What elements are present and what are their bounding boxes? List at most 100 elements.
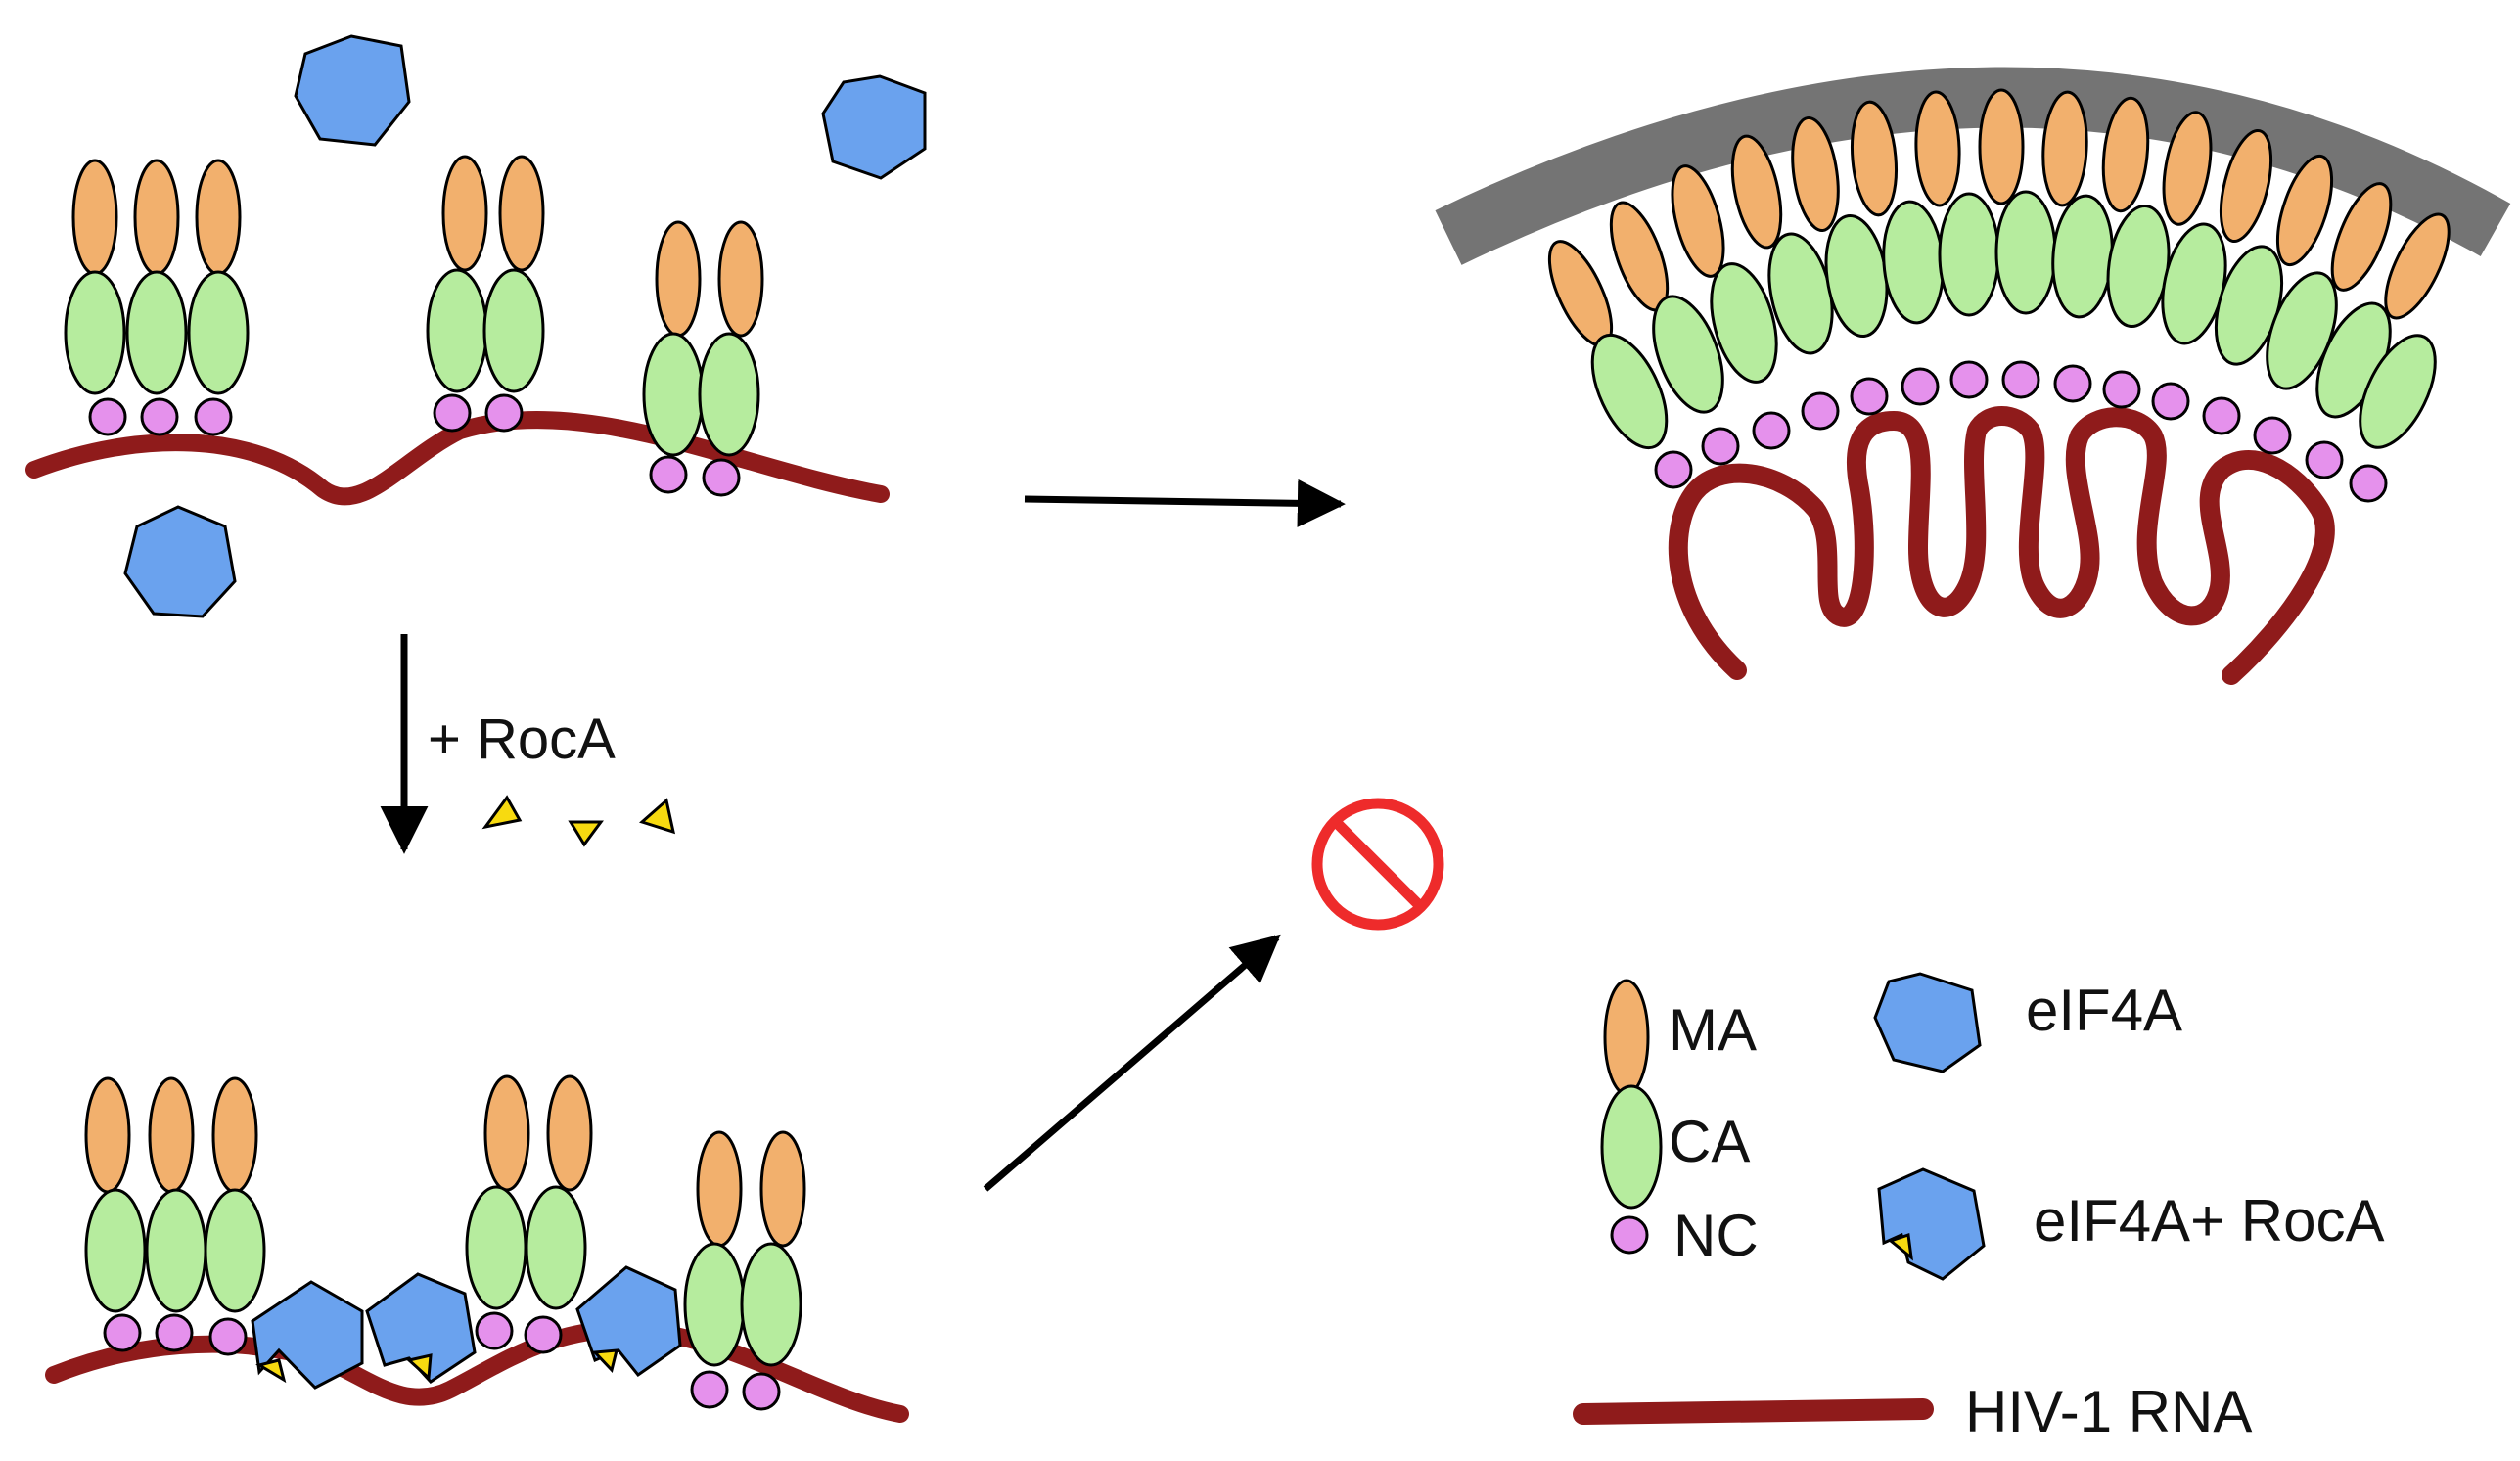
ma-domain xyxy=(2275,154,2334,267)
ma-domain xyxy=(1791,115,1840,233)
prohibited-icon xyxy=(1311,798,1444,931)
ca-domain xyxy=(642,332,705,457)
ma-domain xyxy=(1851,100,1898,217)
ca-domain xyxy=(64,270,126,395)
nc-domain xyxy=(88,397,127,436)
nc-domain xyxy=(1752,411,1791,450)
nc-domain xyxy=(690,1370,729,1409)
nc-domain xyxy=(524,1315,563,1354)
ma-domain xyxy=(759,1130,806,1248)
ma-domain xyxy=(655,220,702,338)
ca-domain xyxy=(145,1188,207,1313)
nc-domain xyxy=(1850,377,1889,416)
ma-domain xyxy=(498,155,545,272)
nc-domain xyxy=(649,455,688,494)
nc-domain xyxy=(2001,360,2040,399)
ca-domain xyxy=(2359,334,2437,449)
eif4a-protein-icon xyxy=(821,74,927,180)
ma-domain xyxy=(2219,128,2273,244)
legend-eif4a-roca-label: eIF4A+ RocA xyxy=(2034,1188,2385,1254)
ma-domain xyxy=(2384,212,2451,320)
gag-lattice xyxy=(1547,88,2451,503)
ma-domain xyxy=(2330,182,2393,292)
rna-strand xyxy=(25,411,890,506)
ca-domain xyxy=(1882,200,1945,325)
ca-domain xyxy=(683,1242,746,1367)
ma-domain xyxy=(71,159,118,276)
nc-domain xyxy=(140,397,179,436)
nc-domain xyxy=(208,1317,248,1356)
treatment-label: + RocA xyxy=(428,708,616,771)
ca-domain xyxy=(125,270,188,395)
ma-domain xyxy=(195,159,242,276)
ca-domain xyxy=(204,1188,266,1313)
ma-domain xyxy=(696,1130,743,1248)
nc-domain xyxy=(2053,364,2092,403)
ma-domain xyxy=(2101,96,2150,213)
nc-domain xyxy=(475,1311,514,1350)
arrows xyxy=(380,479,1346,1192)
ma-domain xyxy=(1978,88,2025,205)
ca-domain xyxy=(426,268,488,393)
gag-cluster-right xyxy=(642,220,764,497)
gag-cluster-right xyxy=(683,1130,806,1411)
nc-domain xyxy=(155,1313,194,1352)
eif4a-protein-icon xyxy=(123,505,237,618)
ma-domain xyxy=(1914,90,1961,207)
eif4a-roca-complex-icon xyxy=(575,1265,682,1378)
ca-domain xyxy=(1652,295,1724,414)
ma-domain xyxy=(133,159,180,276)
ma-domain xyxy=(441,155,488,272)
legend-ca-label: CA xyxy=(1669,1109,1750,1174)
nc-domain xyxy=(1654,450,1693,489)
ca-domain xyxy=(698,332,760,457)
nc-domain xyxy=(433,393,472,433)
ma-domain xyxy=(1730,134,1783,250)
nc-domain xyxy=(484,393,524,433)
legend-nc-label: NC xyxy=(1673,1203,1759,1268)
ca-domain xyxy=(465,1185,527,1310)
ca-domain xyxy=(187,270,250,395)
packaged-rna xyxy=(1668,406,2335,685)
gag-cluster-left xyxy=(64,159,250,436)
ca-domain xyxy=(1938,192,2000,317)
panel-roca-clamped xyxy=(45,1074,909,1423)
nc-domain xyxy=(2305,440,2344,479)
legend-ma-label: MA xyxy=(1669,997,1757,1063)
legend-eif4a-icon xyxy=(1873,972,1982,1073)
ma-domain xyxy=(717,220,764,338)
ca-domain xyxy=(1994,190,2057,315)
ma-domain xyxy=(1671,164,1725,278)
ma-domain xyxy=(84,1076,131,1194)
nc-domain xyxy=(2253,416,2292,455)
nc-domain xyxy=(2102,370,2141,409)
assembly-arrow xyxy=(1024,479,1346,527)
free-eif4a-proteins xyxy=(123,34,927,618)
nc-domain xyxy=(702,458,741,497)
ma-domain xyxy=(2041,90,2088,207)
ma-domain xyxy=(483,1074,530,1192)
roca-triangle-icon xyxy=(639,798,676,835)
gag-cluster-middle xyxy=(426,155,545,433)
legend-eif4a-label: eIF4A xyxy=(2026,978,2182,1043)
ca-domain xyxy=(2051,194,2114,319)
clamped-eif4a-proteins xyxy=(251,1265,682,1390)
ma-domain xyxy=(211,1076,258,1194)
nc-domain xyxy=(1949,360,1989,399)
nc-domain xyxy=(103,1313,142,1352)
gag-cluster-left xyxy=(84,1076,266,1356)
legend-eif4a-roca-icon xyxy=(1877,1167,1986,1281)
eif4a-roca-complex-icon xyxy=(365,1272,477,1384)
panel-gag-on-rna xyxy=(25,34,927,618)
ca-domain xyxy=(84,1188,147,1313)
ma-domain xyxy=(2162,111,2213,226)
nc-domain xyxy=(742,1372,781,1411)
ca-domain xyxy=(525,1185,587,1310)
blocked-assembly-arrow xyxy=(983,934,1281,1192)
legend-gag-icon xyxy=(1600,979,1663,1255)
legend: MA CA NC eIF4A eIF4A+ RocA HIV-1 RNA xyxy=(1573,972,2385,1444)
ca-domain xyxy=(1590,333,1669,450)
nc-domain xyxy=(2349,464,2388,503)
roca-triangle-icon xyxy=(481,795,523,830)
